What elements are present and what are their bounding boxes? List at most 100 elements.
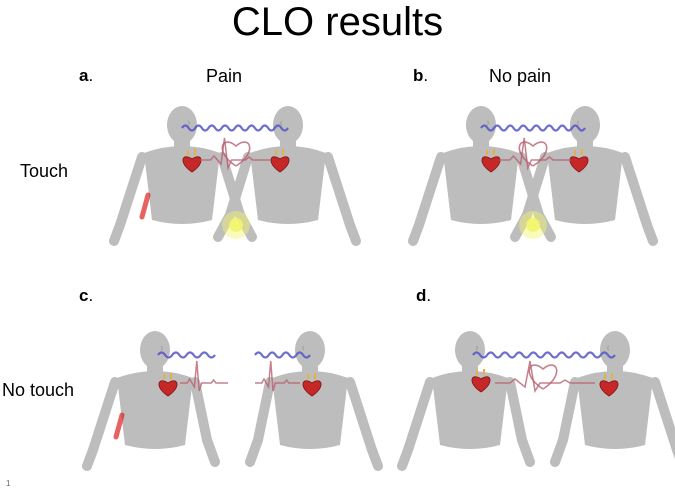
panel-label-d: d. <box>416 286 432 305</box>
d-person-left-outer-arm <box>397 377 435 471</box>
a-heart-right <box>270 149 290 173</box>
row-label-touch: Touch <box>20 161 69 181</box>
d-person-left-torso <box>432 371 508 449</box>
b-ecg <box>499 137 571 171</box>
b-heart-left-shape <box>481 156 501 173</box>
panel-label-b: b. <box>413 66 429 85</box>
c-heart-right-shape <box>302 380 322 397</box>
d-brain-wave <box>472 351 616 359</box>
b-person-left <box>408 106 556 246</box>
a-heart-left-shape <box>182 156 202 173</box>
d-person-left-inner-arm <box>505 377 535 467</box>
a-person-right-inner-arm <box>213 152 253 242</box>
a-heart-left <box>182 149 202 173</box>
b-heart-left <box>481 149 501 173</box>
c-ecg-right <box>255 360 300 392</box>
d-heart-left <box>471 369 491 393</box>
a-person-left-torso <box>144 146 220 224</box>
d-person-left <box>397 331 535 471</box>
b-person-left-inner-arm <box>516 152 556 242</box>
d-person-left-face <box>475 345 478 351</box>
a-person-left-inner-arm <box>217 152 257 242</box>
a-person-left-face <box>187 120 190 126</box>
d-person-left-head <box>455 331 485 369</box>
b-heart-right-vessels <box>574 149 583 155</box>
b-heart-right-shape <box>569 156 589 173</box>
panel-c-illustration <box>82 331 383 471</box>
row-label-no-touch: No touch <box>2 380 75 400</box>
d-heart-left-shape <box>471 376 491 393</box>
d-heart-loop <box>528 364 558 390</box>
d-person-right-torso <box>577 371 653 449</box>
d-heart-right <box>599 373 619 397</box>
b-heart-left-vessels <box>486 149 495 155</box>
c-heart-left <box>158 373 178 397</box>
a-touch-glow <box>222 211 250 239</box>
b-person-left-face <box>486 120 489 126</box>
d-heart-left-vessels <box>476 369 485 375</box>
c-person-right-torso <box>272 371 348 449</box>
panel-label-c: c. <box>79 286 94 305</box>
a-person-right-face <box>280 120 283 126</box>
a-person-left <box>109 106 257 246</box>
b-heart-loop <box>518 141 548 167</box>
column-label-no-pain: No pain <box>489 66 552 86</box>
panel-d-illustration <box>397 331 675 471</box>
d-heart-right-shape <box>599 380 619 397</box>
panel-b-illustration <box>408 106 658 246</box>
b-person-right-inner-arm <box>510 152 550 242</box>
c-person-right-outer-arm <box>345 377 383 471</box>
c-person-right <box>245 331 383 471</box>
c-person-right-inner-arm <box>245 377 275 467</box>
c-heart-right-vessels <box>307 373 316 379</box>
panel-a-illustration <box>109 106 361 246</box>
slide-number: 1 <box>6 479 11 488</box>
d-person-right-face <box>607 345 610 351</box>
c-heart-left-vessels <box>163 373 172 379</box>
b-person-left-head <box>466 106 496 144</box>
c-person-right-head <box>295 331 325 369</box>
a-person-right <box>213 106 361 246</box>
b-brain-wave <box>480 124 586 132</box>
b-person-left-outer-arm <box>408 152 446 246</box>
a-person-left-outer-arm <box>109 152 147 246</box>
c-heart-right <box>302 373 322 397</box>
c-person-left-head <box>140 331 170 369</box>
a-pain-mark <box>139 192 151 220</box>
d-person-right-outer-arm <box>650 377 675 459</box>
panel-label-a: a. <box>79 66 94 85</box>
d-person-right-head <box>600 331 630 369</box>
a-brain-wave <box>181 124 289 132</box>
d-heart-right-vessels <box>604 373 613 379</box>
b-person-right <box>510 106 658 246</box>
a-ecg <box>200 137 270 171</box>
b-person-left-torso <box>443 146 519 224</box>
c-pain-mark <box>113 412 125 440</box>
d-ecg <box>495 360 595 394</box>
c-person-right-face <box>302 345 305 351</box>
a-person-right-head <box>273 106 303 144</box>
c-person-left-face <box>160 345 163 351</box>
a-heart-right-shape <box>270 156 290 173</box>
c-brain-wave-right <box>254 351 311 359</box>
b-touch-glow-inner <box>526 218 540 232</box>
c-ecg-left <box>180 360 228 392</box>
a-heart-right-vessels <box>275 149 284 155</box>
a-touch-glow-inner <box>229 218 243 232</box>
a-person-left-head <box>167 106 197 144</box>
a-person-right-outer-arm <box>323 152 361 246</box>
b-person-right-head <box>570 106 600 144</box>
slide-title: CLO results <box>231 0 444 44</box>
c-person-left-inner-arm <box>190 377 220 467</box>
a-person-right-torso <box>250 146 326 224</box>
b-person-right-face <box>577 120 580 126</box>
c-person-left-outer-arm <box>82 377 120 471</box>
d-person-right <box>550 331 675 467</box>
d-person-right-inner-arm <box>550 377 580 467</box>
b-person-right-outer-arm <box>620 152 658 246</box>
c-heart-left-shape <box>158 380 178 397</box>
b-person-right-torso <box>547 146 623 224</box>
b-touch-glow <box>519 211 547 239</box>
a-heart-loop <box>221 141 251 167</box>
a-heart-left-vessels <box>187 149 196 155</box>
